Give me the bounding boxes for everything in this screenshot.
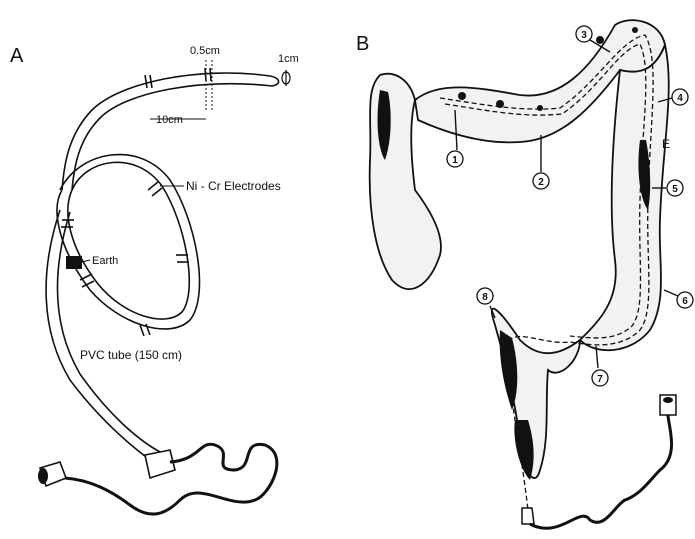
scale-bar-label: 1cm bbox=[278, 53, 299, 65]
site-8-number: 8 bbox=[482, 292, 488, 303]
electrodes-label: Ni - Cr Electrodes bbox=[186, 179, 281, 193]
scale-bar-icon bbox=[282, 70, 290, 86]
site-7-number: 7 bbox=[597, 374, 603, 385]
site-6: 6 bbox=[664, 290, 693, 308]
site-5-number: 5 bbox=[672, 184, 678, 195]
earth-electrode bbox=[66, 256, 82, 269]
panel-a: A bbox=[10, 45, 299, 514]
tube-label: PVC tube (150 cm) bbox=[80, 348, 182, 362]
site-2: 2 bbox=[533, 135, 549, 189]
colon-outline bbox=[370, 20, 669, 478]
site-2-number: 2 bbox=[538, 177, 544, 188]
site-3-number: 3 bbox=[581, 30, 587, 41]
site-7: 7 bbox=[592, 346, 608, 386]
dim-large-label: 10cm bbox=[156, 114, 183, 126]
dim-small-label: 0.5cm bbox=[190, 45, 220, 57]
connector-b-wire bbox=[530, 415, 672, 528]
site-4-number: 4 bbox=[677, 93, 683, 104]
e-label: E bbox=[662, 137, 670, 151]
panel-b: B bbox=[356, 20, 693, 528]
panel-b-letter: B bbox=[356, 33, 369, 55]
site-1-number: 1 bbox=[452, 155, 458, 166]
earth-label: Earth bbox=[92, 255, 118, 267]
panel-a-letter: A bbox=[10, 45, 24, 67]
connector-a bbox=[38, 450, 175, 486]
dimension-lines bbox=[150, 60, 212, 119]
site-6-number: 6 bbox=[682, 296, 688, 307]
